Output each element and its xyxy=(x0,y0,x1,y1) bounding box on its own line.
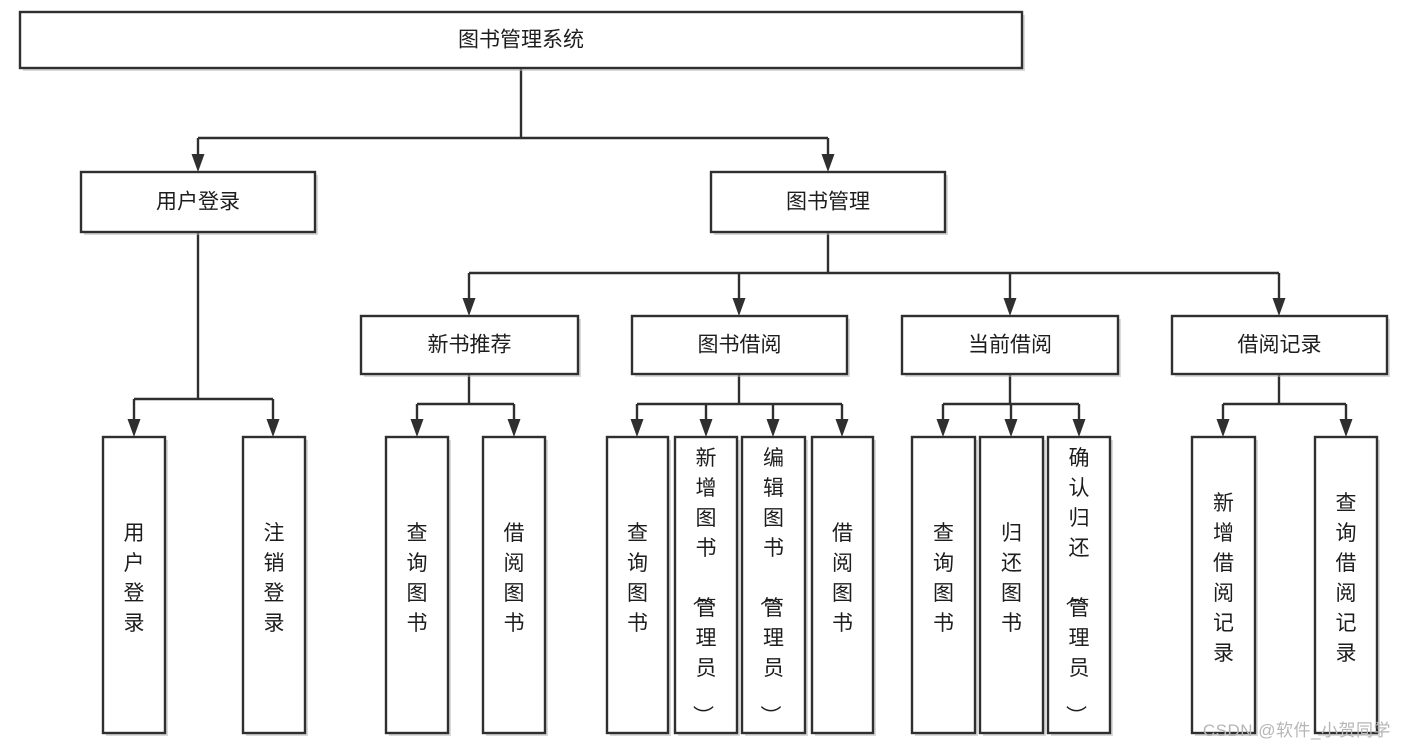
node-leaf-borrow-book-rec[interactable]: 借阅图书 xyxy=(481,435,548,736)
node-box[interactable] xyxy=(241,435,307,735)
node-box[interactable] xyxy=(673,435,739,735)
node-box[interactable] xyxy=(481,435,547,735)
node-leaf-query-book-rec[interactable]: 查询图书 xyxy=(384,435,451,736)
node-box[interactable] xyxy=(359,314,580,376)
node-label: 查询借阅记录 xyxy=(1336,492,1357,665)
node-label: 图书借阅 xyxy=(698,334,782,357)
node-box[interactable] xyxy=(101,435,167,735)
node-leaf-query-record[interactable]: 查询借阅记录 xyxy=(1313,435,1380,736)
node-box[interactable] xyxy=(740,435,807,735)
node-label: 当前借阅 xyxy=(968,334,1052,357)
node-leaf-add-record[interactable]: 新增借阅记录 xyxy=(1190,435,1258,736)
node-box[interactable] xyxy=(810,435,875,735)
node-label: 确认归还（管理员） xyxy=(1064,447,1090,726)
node-new-book-rec[interactable]: 新书推荐 xyxy=(359,314,581,377)
node-box[interactable] xyxy=(605,435,670,735)
csdn-watermark: CSDN @软件_小贺同学 xyxy=(1202,721,1391,740)
node-leaf-edit-book[interactable]: 编辑图书（管理员） xyxy=(740,435,808,736)
node-leaf-add-book[interactable]: 新增图书（管理员） xyxy=(673,435,740,736)
node-label: 编辑图书（管理员） xyxy=(758,447,784,726)
node-label: 查询图书 xyxy=(407,522,428,635)
node-label: 新书推荐 xyxy=(428,334,512,357)
node-label: 借阅图书 xyxy=(504,522,525,635)
connector-root-to-level2 xyxy=(191,68,835,172)
node-label: 新增图书（管理员） xyxy=(691,447,717,726)
node-leaf-logout[interactable]: 注销登录 xyxy=(241,435,308,736)
node-label: 用户登录 xyxy=(124,522,145,635)
node-label: 图书管理系统 xyxy=(458,29,584,52)
connector-borrowrecord-to-leaves xyxy=(1216,374,1353,437)
connector-layer xyxy=(127,68,1353,437)
node-box[interactable] xyxy=(79,170,317,234)
node-box[interactable] xyxy=(1313,435,1379,735)
connector-bookmanage-to-level3 xyxy=(462,232,1286,316)
node-leaf-query-book-borrow[interactable]: 查询图书 xyxy=(605,435,671,736)
node-label: 查询图书 xyxy=(933,522,954,635)
node-box[interactable] xyxy=(1190,435,1257,735)
node-leaf-user-login[interactable]: 用户登录 xyxy=(101,435,168,736)
node-label: 查询图书 xyxy=(627,522,648,635)
node-leaf-query-book-current[interactable]: 查询图书 xyxy=(910,435,978,736)
connector-currentborrow-to-leaves xyxy=(936,374,1086,437)
node-label: 归还图书 xyxy=(1001,522,1022,635)
node-borrow-record[interactable]: 借阅记录 xyxy=(1170,314,1390,377)
node-box[interactable] xyxy=(18,10,1024,70)
node-current-borrow[interactable]: 当前借阅 xyxy=(900,314,1121,377)
node-label: 注销登录 xyxy=(264,522,285,635)
node-box[interactable] xyxy=(384,435,450,735)
node-label: 新增借阅记录 xyxy=(1213,492,1234,665)
node-box[interactable] xyxy=(1170,314,1389,376)
connector-bookborrow-to-leaves xyxy=(630,374,849,437)
node-label: 用户登录 xyxy=(156,191,240,214)
node-book-manage[interactable]: 图书管理 xyxy=(709,170,948,235)
node-leaf-borrow-book[interactable]: 借阅图书 xyxy=(810,435,876,736)
node-label: 借阅记录 xyxy=(1238,334,1322,357)
node-user-login[interactable]: 用户登录 xyxy=(79,170,318,235)
node-label: 图书管理 xyxy=(786,191,870,214)
node-box[interactable] xyxy=(630,314,849,376)
node-label: 借阅图书 xyxy=(832,522,853,635)
node-layer: 图书管理系统用户登录图书管理新书推荐图书借阅当前借阅借阅记录用户登录注销登录查询… xyxy=(18,10,1390,736)
node-book-borrow[interactable]: 图书借阅 xyxy=(630,314,850,377)
node-root[interactable]: 图书管理系统 xyxy=(18,10,1025,71)
connector-userlogin-to-leaves xyxy=(127,232,280,437)
node-box[interactable] xyxy=(978,435,1045,735)
connector-newbookrec-to-leaves xyxy=(410,374,521,437)
node-box[interactable] xyxy=(1046,435,1112,735)
node-leaf-confirm-return[interactable]: 确认归还（管理员） xyxy=(1046,435,1113,736)
node-box[interactable] xyxy=(910,435,977,735)
node-box[interactable] xyxy=(900,314,1120,376)
node-leaf-return-book[interactable]: 归还图书 xyxy=(978,435,1046,736)
node-box[interactable] xyxy=(709,170,947,234)
